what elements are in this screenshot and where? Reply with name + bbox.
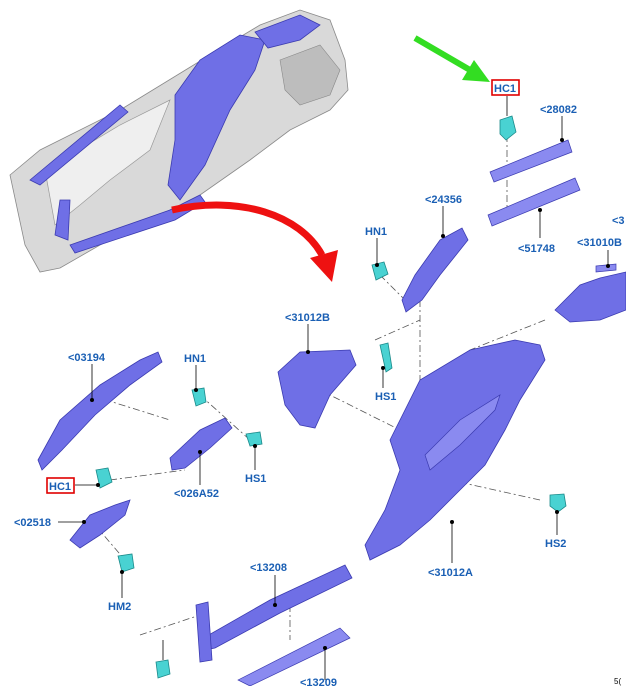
label-part-31010b[interactable]: <31010B: [577, 237, 622, 249]
label-hs1-center[interactable]: HS1: [375, 391, 396, 403]
label-part-51748[interactable]: <51748: [518, 243, 555, 255]
part-31012b: [277, 349, 357, 429]
label-part-31012a[interactable]: <31012A: [428, 567, 473, 579]
label-part-24356[interactable]: <24356: [425, 194, 462, 206]
label-hs2[interactable]: HS2: [545, 538, 566, 550]
label-edge-right: <3: [612, 215, 625, 227]
corner-code: 5(: [614, 677, 621, 686]
clip-hs1-left: [245, 431, 263, 447]
label-part-03194[interactable]: <03194: [68, 352, 106, 364]
part-24356: [401, 227, 469, 313]
assembly-lines: [89, 135, 546, 660]
label-part-bottom[interactable]: <13209: [300, 677, 337, 686]
green-arrow-icon: [413, 35, 490, 82]
label-hn1-mid[interactable]: HN1: [184, 353, 206, 365]
label-hc1-top[interactable]: HC1: [494, 83, 516, 95]
part-51748: [487, 177, 581, 227]
clip-bottom-left: [155, 659, 171, 679]
hc1-left-highlight: [46, 477, 75, 494]
part-31012a: [364, 339, 546, 561]
clip-hc1-top: [499, 115, 517, 141]
clip-hn1-mid: [191, 387, 207, 407]
part-02518: [69, 499, 131, 549]
part-03194: [37, 351, 163, 471]
label-hs1-left[interactable]: HS1: [245, 473, 266, 485]
label-part-02518[interactable]: <02518: [14, 517, 51, 529]
part-bottom-sill: [237, 627, 351, 686]
part-28082: [489, 139, 573, 183]
label-part-026a52[interactable]: <026A52: [174, 488, 219, 500]
part-31010b: [554, 263, 626, 323]
label-hc1-left[interactable]: HC1: [49, 481, 71, 493]
clip-hs1-center: [379, 342, 393, 373]
label-part-28082[interactable]: <28082: [540, 104, 577, 116]
leader-lines: [58, 96, 610, 680]
clip-hc1-left: [95, 467, 113, 489]
label-hn1-top[interactable]: HN1: [365, 226, 387, 238]
part-026a52: [169, 417, 233, 471]
vehicle-body-overview: [9, 9, 349, 273]
label-part-31012b[interactable]: <31012B: [285, 312, 330, 324]
label-part-13208[interactable]: <13208: [250, 562, 287, 574]
label-hm2[interactable]: HM2: [108, 601, 131, 613]
clip-hs2: [549, 493, 567, 513]
clip-hm2: [117, 553, 135, 573]
part-13208: [195, 564, 353, 663]
hc1-top-highlight: [491, 79, 520, 96]
clip-hn1-top: [371, 261, 389, 281]
red-arrow-icon: [171, 201, 338, 282]
